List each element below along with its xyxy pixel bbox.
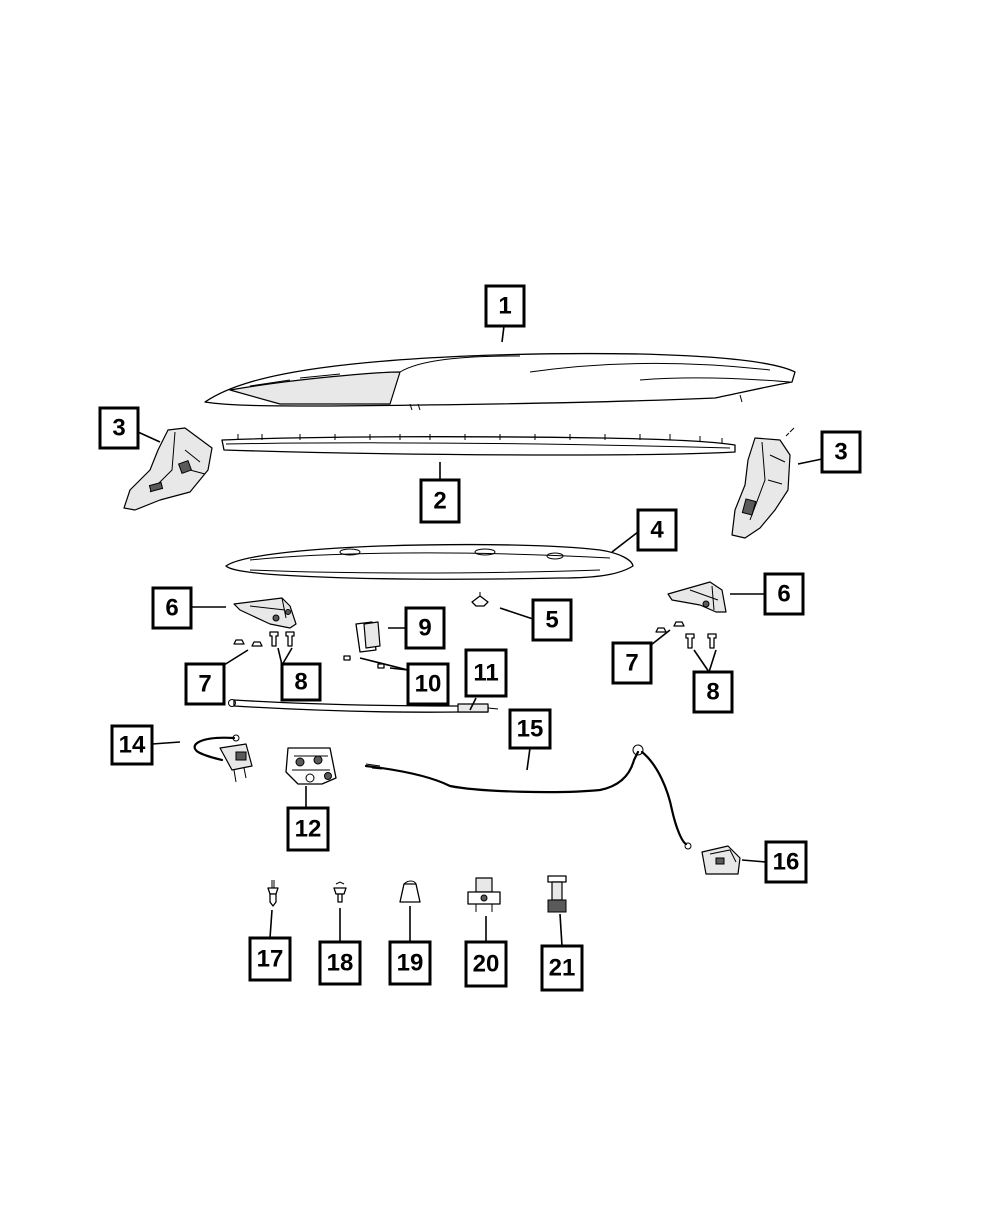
hinge-bolts-right <box>685 633 717 649</box>
callout-20: 20 <box>464 940 508 988</box>
insulator-retainer <box>471 592 489 607</box>
clip-18 <box>333 881 347 903</box>
callout-10: 10 <box>406 662 450 706</box>
callout-label: 15 <box>517 716 544 743</box>
callout-3-left: 3 <box>98 406 140 450</box>
callout-label: 9 <box>418 615 431 642</box>
callout-label: 17 <box>257 946 284 973</box>
callout-6-left: 6 <box>151 586 193 630</box>
callout-4: 4 <box>636 508 678 552</box>
callout-label: 1 <box>498 293 511 320</box>
callout-label: 16 <box>773 849 800 876</box>
callout-label: 21 <box>549 955 576 982</box>
hood-panel <box>204 352 796 411</box>
hood-latch <box>285 747 337 785</box>
callout-21: 21 <box>540 944 584 992</box>
hood-hinge-right <box>667 581 727 613</box>
callout-label: 7 <box>625 650 638 677</box>
hood-prop-rod <box>228 699 499 713</box>
callout-label: 20 <box>473 951 500 978</box>
callout-8-left: 8 <box>280 662 322 702</box>
callout-label: 10 <box>415 671 442 698</box>
callout-label: 14 <box>119 732 146 759</box>
callout-label: 8 <box>294 669 307 696</box>
hood-bracket-right <box>731 427 795 539</box>
callout-9: 9 <box>404 606 446 650</box>
callout-label: 6 <box>165 595 178 622</box>
callout-label: 19 <box>397 950 424 977</box>
hood-hinge-left <box>233 597 297 629</box>
clips-10 <box>343 655 385 669</box>
callout-5: 5 <box>531 598 573 642</box>
hinge-bolts-left <box>269 631 295 647</box>
callout-7-right: 7 <box>611 641 653 685</box>
adjustable-bumper-21 <box>547 875 567 913</box>
callout-label: 11 <box>473 660 498 687</box>
callout-3-right: 3 <box>820 430 862 474</box>
leader-lines <box>137 325 823 947</box>
callout-19: 19 <box>388 940 432 986</box>
callout-label: 4 <box>650 517 664 544</box>
callout-label: 2 <box>433 488 446 515</box>
callout-8-right: 8 <box>692 670 734 714</box>
callout-14: 14 <box>110 724 154 766</box>
callout-label: 8 <box>706 679 719 706</box>
release-cable-actuator <box>193 734 253 783</box>
hood-seal <box>221 434 736 456</box>
bumper-19 <box>399 880 421 903</box>
callout-18: 18 <box>318 940 362 986</box>
callout-2: 2 <box>419 478 461 524</box>
callout-label: 3 <box>112 415 125 442</box>
callout-16: 16 <box>764 840 808 884</box>
callout-11: 11 <box>464 648 508 698</box>
callout-12: 12 <box>286 806 330 852</box>
callout-6-right: 6 <box>763 572 805 616</box>
hinge-nuts-right <box>655 621 685 633</box>
callout-label: 5 <box>545 607 558 634</box>
hinge-nuts-left <box>233 639 263 647</box>
hood-bracket-9 <box>355 621 381 653</box>
callout-label: 12 <box>295 816 322 843</box>
release-cable <box>364 744 692 850</box>
hood-bracket-left <box>123 427 213 511</box>
callout-label: 3 <box>834 439 847 466</box>
release-handle <box>701 845 741 875</box>
callout-7-left: 7 <box>184 662 226 706</box>
callout-label: 7 <box>198 671 211 698</box>
callout-label: 18 <box>327 950 354 977</box>
callout-label: 6 <box>777 581 790 608</box>
adjustable-bumper-20 <box>467 877 501 912</box>
callout-1: 1 <box>484 284 526 328</box>
push-pin <box>267 880 279 907</box>
callout-17: 17 <box>248 936 292 982</box>
callout-15: 15 <box>508 708 552 750</box>
hood-insulator <box>225 543 634 580</box>
